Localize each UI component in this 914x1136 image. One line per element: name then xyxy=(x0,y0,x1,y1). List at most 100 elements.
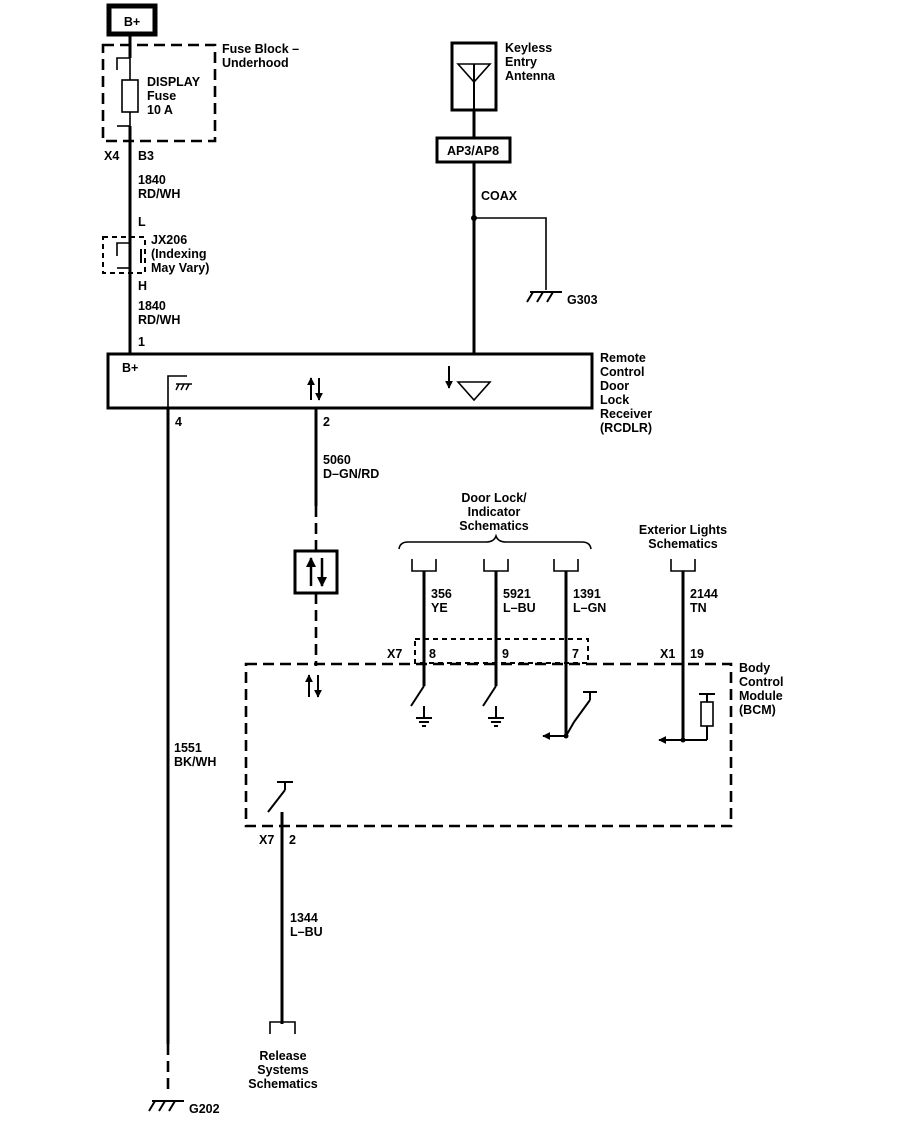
fuse-name: DISPLAY xyxy=(147,75,201,89)
wire-1840-lower-circuit: 1840 xyxy=(138,299,166,313)
wire-5060-circuit: 5060 xyxy=(323,453,351,467)
power-source-bplus: B+ xyxy=(106,3,158,37)
bcm-label-2: Control xyxy=(739,675,783,689)
door-lock-terminal-1 xyxy=(411,559,437,572)
rcdlr-label-1: Remote xyxy=(600,351,646,365)
switch-release-icon xyxy=(267,781,293,826)
wire-1551-circuit: 1551 xyxy=(174,741,202,755)
rcdlr-pin-data: 2 xyxy=(323,415,330,429)
bcm-bottom-pin: 2 xyxy=(289,833,296,847)
release-ref-1: Release xyxy=(259,1049,306,1063)
wire-1391-circuit: 1391 xyxy=(573,587,601,601)
rcdlr-pin-bplus: 1 xyxy=(138,335,145,349)
jx206-note-1: (Indexing xyxy=(151,247,207,261)
ground-g303-label: G303 xyxy=(567,293,598,307)
rcdlr-label-3: Door xyxy=(600,379,629,393)
switch-ground-5921-icon xyxy=(482,685,504,727)
bcm-x7-top-label: X7 xyxy=(387,647,402,661)
fuse-block-terminal-icon xyxy=(116,57,130,70)
wire-5921-circuit: 5921 xyxy=(503,587,531,601)
coax-shield-wire xyxy=(474,217,547,290)
fuse-type: Fuse xyxy=(147,89,176,103)
wire-2144-color: TN xyxy=(690,601,707,615)
bcm-module: X7 8 9 7 X1 19 Body Control Module (BCM) xyxy=(244,638,783,847)
jx206-terminal-icon xyxy=(116,242,130,256)
wire-1391-pin: 7 xyxy=(572,647,579,661)
ground-g202-icon xyxy=(148,1100,184,1112)
exterior-lights-ref-2: Schematics xyxy=(648,537,718,551)
fuse-block-outline xyxy=(101,43,217,143)
rcdlr-box xyxy=(106,352,594,410)
antenna-label-2: Entry xyxy=(505,55,537,69)
door-lock-ref-3: Schematics xyxy=(459,519,529,533)
rcdlr-label-2: Control xyxy=(600,365,644,379)
wire-5921-pin: 9 xyxy=(502,647,509,661)
rcdlr-label-4: Lock xyxy=(600,393,629,407)
rcdlr-antenna-icon xyxy=(456,381,492,402)
chassis-ground-icon xyxy=(175,383,192,391)
door-lock-terminal-3 xyxy=(553,559,579,572)
wire-5921-color: L–BU xyxy=(503,601,536,615)
wire-1840-lower-color: RD/WH xyxy=(138,313,180,327)
wire-1344-circuit: 1344 xyxy=(290,911,318,925)
jx206-outline xyxy=(102,236,146,274)
fuse-rating: 10 A xyxy=(147,103,173,117)
bcm-outline xyxy=(244,662,733,828)
wire-356-color: YE xyxy=(431,601,448,615)
ground-g202-label: G202 xyxy=(189,1102,220,1116)
fuse-block-subtitle: Underhood xyxy=(222,56,289,70)
release-ref-2: Systems xyxy=(257,1063,308,1077)
fuse-block-connector: X4 xyxy=(104,149,119,163)
power-source-label: B+ xyxy=(124,15,140,29)
exterior-lights-ref-1: Exterior Lights xyxy=(639,523,727,537)
rcdlr-label-6: (RCDLR) xyxy=(600,421,652,435)
wire-2144-circuit: 2144 xyxy=(690,587,718,601)
rcdlr-pin-ground: 4 xyxy=(175,415,182,429)
fuse-icon xyxy=(121,79,139,113)
ap-connector-box xyxy=(435,136,512,164)
release-ref-3: Schematics xyxy=(248,1077,318,1091)
bcm-label-4: (BCM) xyxy=(739,703,776,717)
fuse-block-title: Fuse Block – xyxy=(222,42,299,56)
door-lock-terminal-2 xyxy=(483,559,509,572)
rcdlr-label-5: Receiver xyxy=(600,407,652,421)
exterior-lights-schematics-reference: Exterior Lights Schematics xyxy=(639,523,727,572)
bcm-label-3: Module xyxy=(739,689,783,703)
bcm-data-bidirectional-icon xyxy=(305,674,322,698)
wire-1391-color: L–GN xyxy=(573,601,606,615)
antenna-label-1: Keyless xyxy=(505,41,552,55)
wire-1344-color: L–BU xyxy=(290,925,323,939)
bcm-x1-label: X1 xyxy=(660,647,675,661)
data-bidirectional-icon xyxy=(307,377,323,401)
jx206-pin-top: L xyxy=(138,215,146,229)
wire-356-circuit: 356 xyxy=(431,587,452,601)
jx206-pin-bottom: H xyxy=(138,279,147,293)
ground-g303-icon xyxy=(526,291,562,303)
fuse-block-pin: B3 xyxy=(138,149,154,163)
wire-2144-pin: 19 xyxy=(690,647,704,661)
switch-ground-356-icon xyxy=(410,685,432,727)
exterior-lights-terminal xyxy=(670,559,696,572)
antenna-label-3: Antenna xyxy=(505,69,556,83)
door-lock-brace xyxy=(398,533,592,550)
ap-connector-label: AP3/AP8 xyxy=(447,144,499,158)
fuse-block-underhood: DISPLAY Fuse 10 A Fuse Block – Underhood… xyxy=(101,34,299,222)
wire-1840-upper-color: RD/WH xyxy=(138,187,180,201)
bcm-x7-bottom-label: X7 xyxy=(259,833,274,847)
bcm-label-1: Body xyxy=(739,661,770,675)
keyless-entry-antenna: Keyless Entry Antenna xyxy=(450,41,556,112)
release-terminal-icon xyxy=(269,1021,296,1034)
door-lock-ref-2: Indicator xyxy=(468,505,521,519)
jx206-name: JX206 xyxy=(151,233,187,247)
wire-1551-color: BK/WH xyxy=(174,755,216,769)
jx206-note-2: May Vary) xyxy=(151,261,209,275)
splice-pack-jx206: L JX206 (Indexing May Vary) H xyxy=(102,215,209,354)
switch-pullup-1391-icon xyxy=(542,691,597,740)
door-lock-ref-1: Door Lock/ xyxy=(461,491,527,505)
door-lock-schematics-reference: Door Lock/ Indicator Schematics xyxy=(398,491,592,572)
wire-356-pin: 8 xyxy=(429,647,436,661)
wire-1840-upper-circuit: 1840 xyxy=(138,173,166,187)
bcm-x7-connector-outline xyxy=(414,638,589,664)
rcdlr-bplus-label: B+ xyxy=(122,361,138,375)
